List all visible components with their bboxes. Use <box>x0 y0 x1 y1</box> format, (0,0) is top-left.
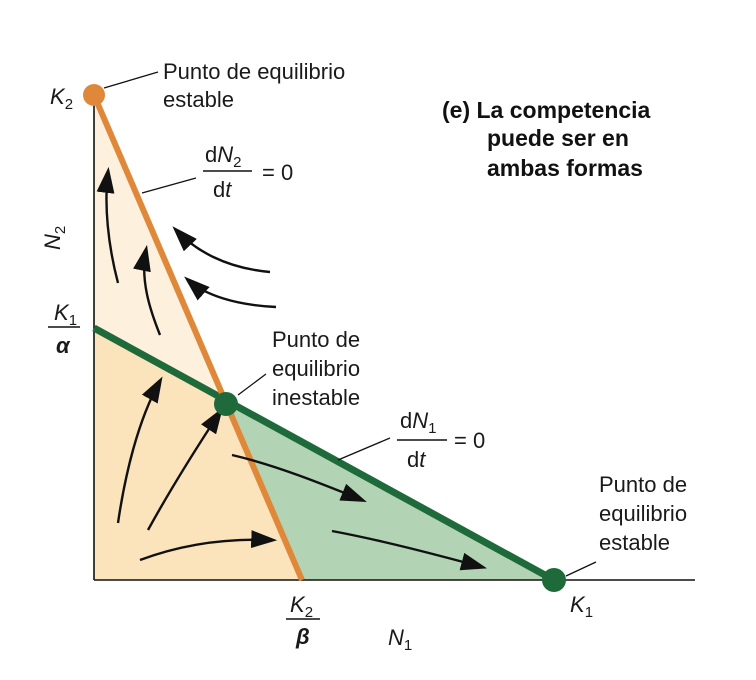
stable-equilibrium-right-dot <box>542 568 566 592</box>
y-axis-label: N2 <box>40 226 69 250</box>
unstable-label-line-1: Punto de <box>272 327 360 352</box>
leader-line-stable-right <box>565 561 597 577</box>
trajectory-arrow <box>146 407 223 531</box>
leader-line-unstable <box>237 373 267 396</box>
isocline-n1-equals-zero: = 0 <box>454 428 485 453</box>
stable-right-label-line-3: estable <box>599 530 670 555</box>
title-line-1: (e) La competencia <box>442 97 651 123</box>
trajectory-arrow <box>96 166 120 284</box>
leader-line-stable-top <box>103 71 159 89</box>
unstable-equilibrium-dot <box>214 392 238 416</box>
trajectory-arrow <box>331 529 488 571</box>
k1-x-intercept-label: K1 <box>570 592 593 621</box>
k2-y-intercept-label: K2 <box>50 84 73 113</box>
isocline-n2-denominator: dt <box>213 177 232 202</box>
trajectory-arrow <box>139 530 278 562</box>
stable-top-label-line-1: Punto de equilibrio <box>163 59 345 84</box>
leader-line-isocline-n1 <box>337 437 391 461</box>
stable-equilibrium-top-dot <box>83 84 105 106</box>
title-line-2: puede ser en <box>487 125 629 151</box>
stable-right-label-line-1: Punto de <box>599 472 687 497</box>
isocline-n1-numerator: dN1 <box>400 408 436 437</box>
unstable-label-line-3: inestable <box>272 385 360 410</box>
unstable-label-line-2: equilibrio <box>272 356 360 381</box>
k2-beta-numerator: K2 <box>290 592 313 621</box>
x-axis-label: N1 <box>388 625 412 654</box>
k1-alpha-numerator: K1 <box>54 300 77 329</box>
title-line-3: ambas formas <box>487 155 643 181</box>
leader-line-isocline-n2 <box>141 177 197 194</box>
trajectory-arrow <box>116 376 163 524</box>
isocline-n2-equals-zero: = 0 <box>262 160 293 185</box>
isocline-n1-line <box>92 324 556 584</box>
trajectory-arrow <box>172 226 271 274</box>
stable-right-label-line-2: equilibrio <box>599 501 687 526</box>
k2-beta-denominator: β <box>295 624 310 649</box>
isocline-n1-denominator: dt <box>407 447 426 472</box>
isocline-n2-line <box>91 93 305 582</box>
stable-top-label-line-2: estable <box>163 87 234 112</box>
trajectory-arrow <box>133 244 162 336</box>
trajectory-arrow <box>184 276 277 309</box>
k1-alpha-denominator: α <box>56 333 71 358</box>
trajectory-arrow <box>231 453 367 502</box>
isocline-n2-numerator: dN2 <box>205 142 241 171</box>
